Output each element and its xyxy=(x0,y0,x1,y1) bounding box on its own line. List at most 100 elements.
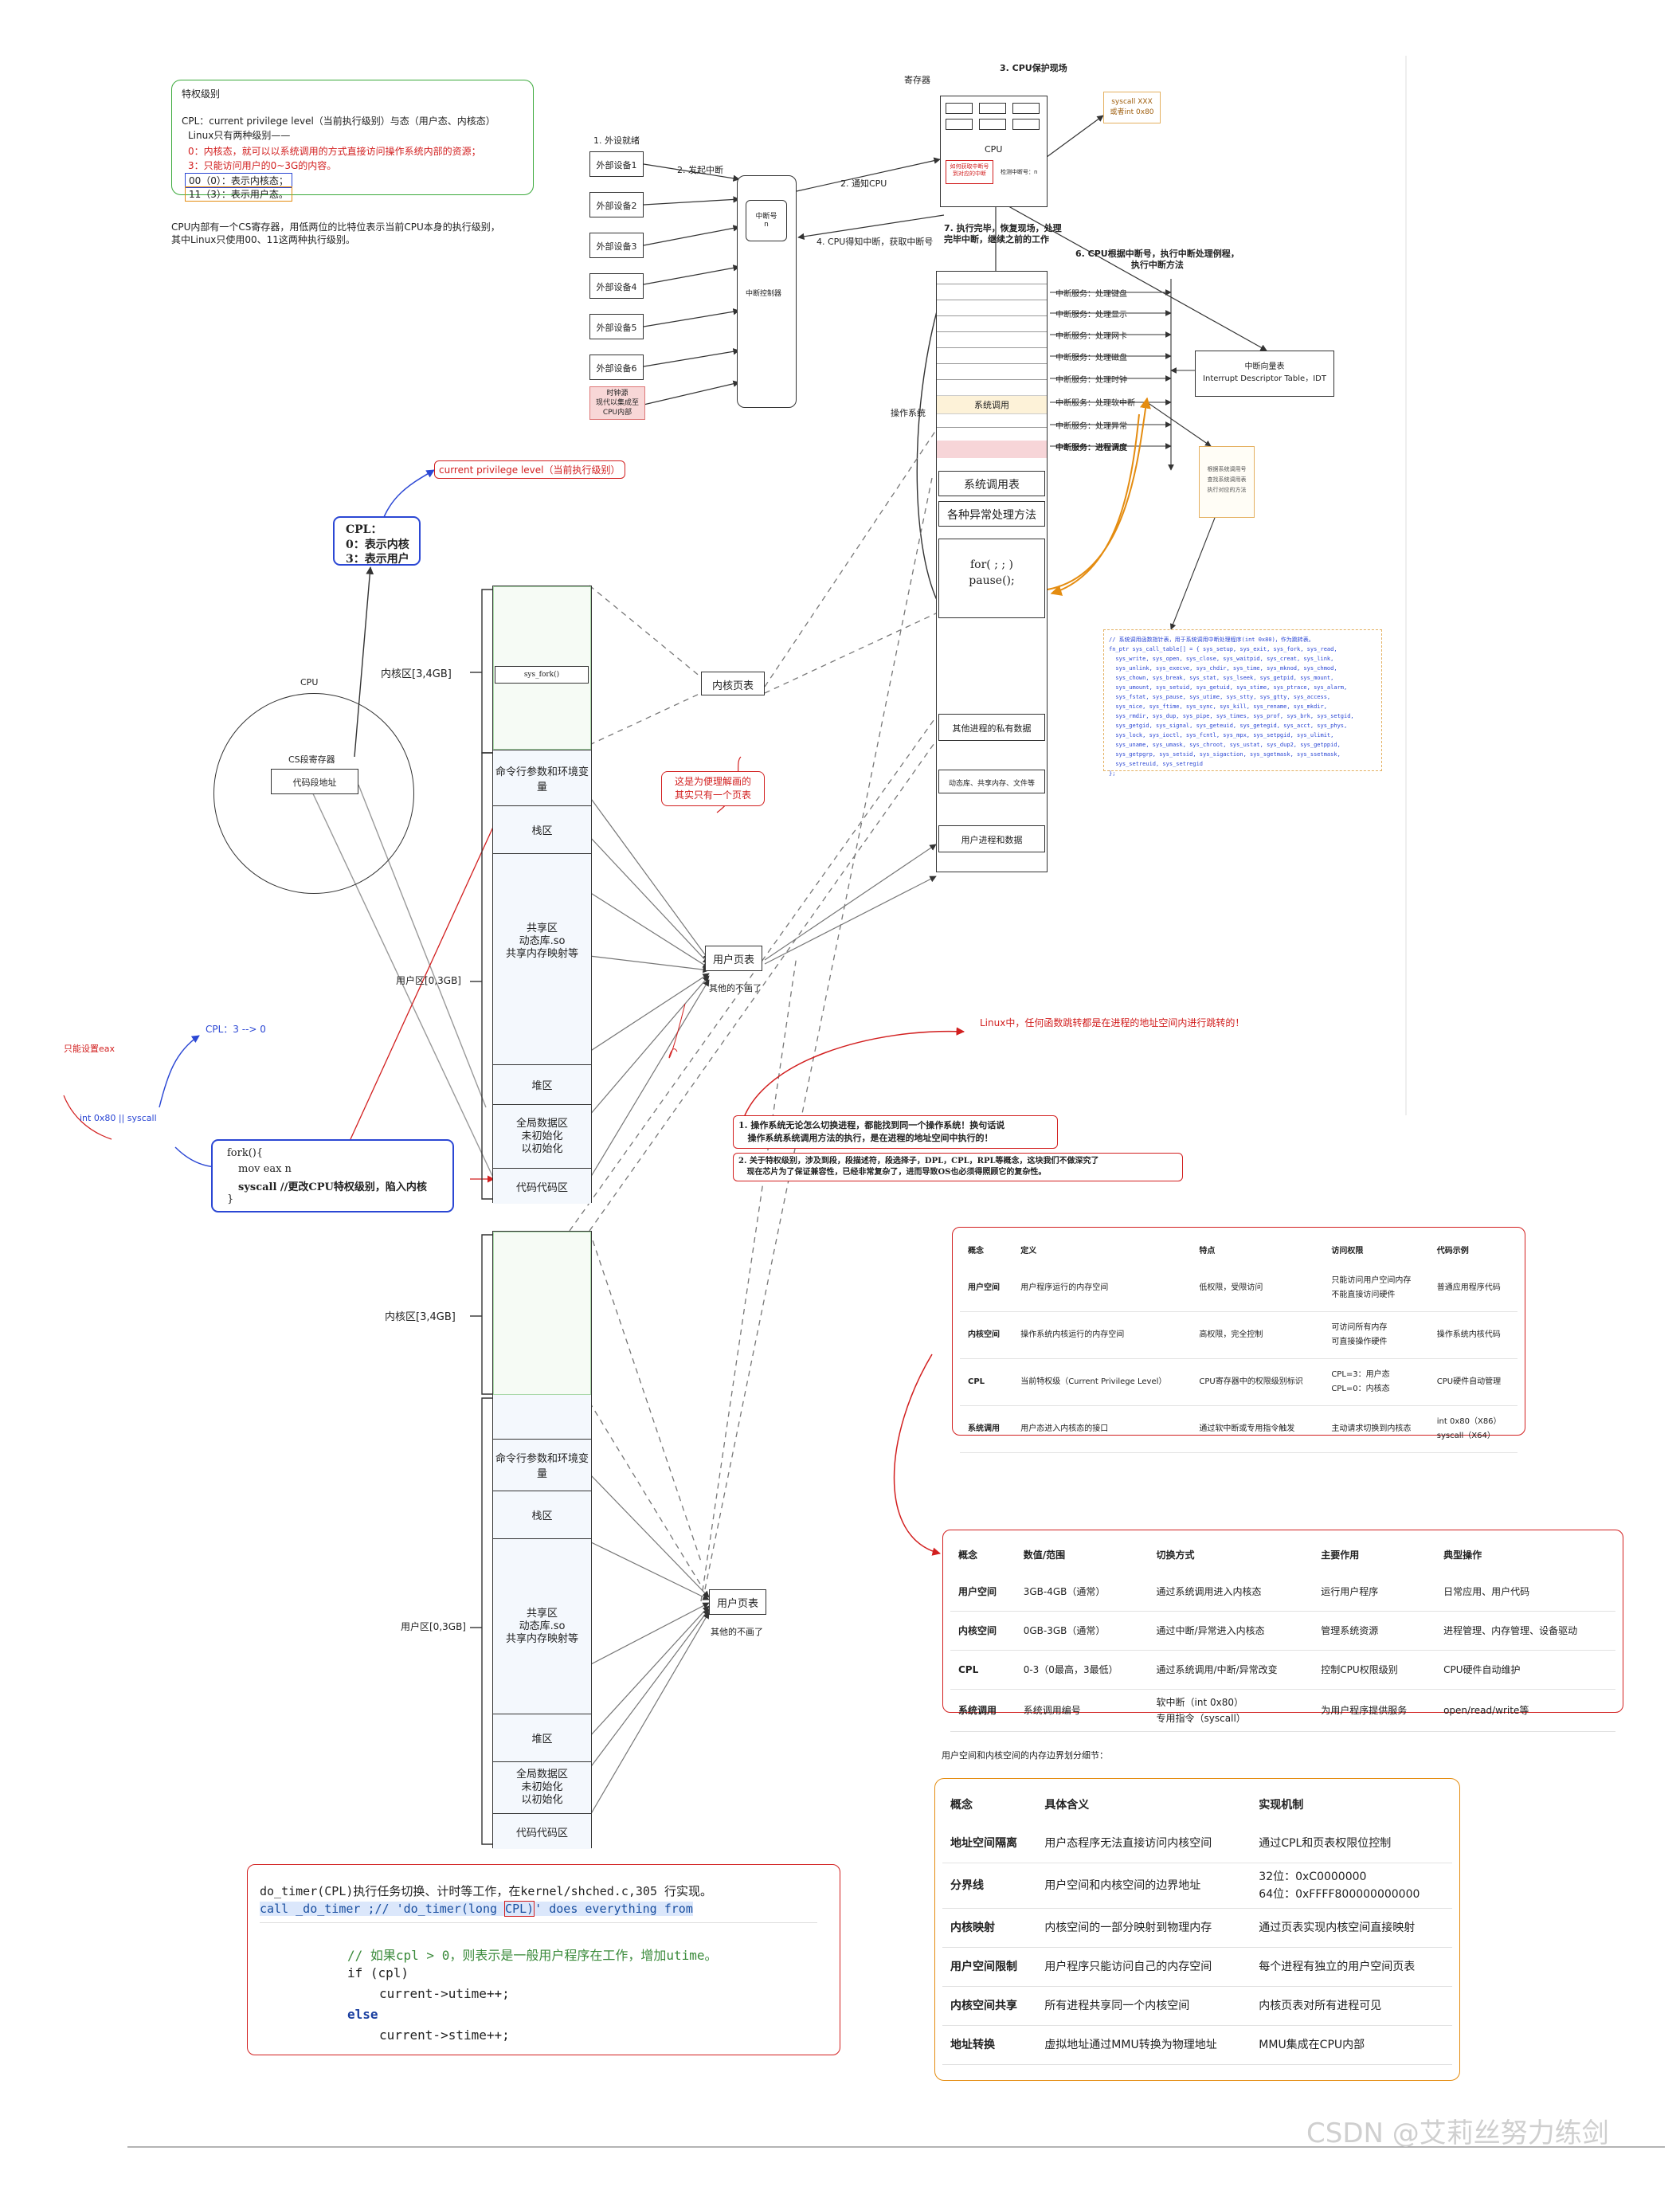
external-device: 外部设备6 xyxy=(589,355,644,380)
others-note-2: 其他的不画了 xyxy=(711,1627,763,1637)
idle-loop-box: for( ; ; ) pause(); xyxy=(938,539,1045,618)
mem2-user-region xyxy=(493,1395,591,1849)
others-note-1: 其他的不画了 xyxy=(709,983,762,993)
table-row: 地址空间隔离用户态程序无法直接访问内核空间通过CPL和页表权限位控制 xyxy=(942,1824,1452,1863)
step-3b-label: 3. CPU保护现场 xyxy=(1000,63,1067,73)
register-cell xyxy=(979,103,1006,114)
table-header-cell: 切换方式 xyxy=(1156,1549,1195,1561)
table-cell: 0GB-3GB（通常） xyxy=(1015,1611,1149,1651)
cpl-change-note: CPL：3 --> 0 xyxy=(206,1024,266,1035)
mem1-seg-shared: 共享区 动态库.so 共享内存映射等 xyxy=(493,853,591,1028)
table-cell: 管理系统资源 xyxy=(1313,1611,1436,1651)
table-cell: 内核空间共享 xyxy=(942,1986,1037,2026)
table-cell: 内核空间的一部分映射到物理内存 xyxy=(1036,1908,1251,1948)
table-header-cell: 访问权限 xyxy=(1331,1246,1364,1256)
table-cell: 用户态程序无法直接访问内核空间 xyxy=(1036,1824,1251,1863)
mem2-seg-code: 代码代码区 xyxy=(493,1813,591,1849)
table-cell: 通过系统调用进入内核态 xyxy=(1148,1573,1314,1612)
mem2-seg-heap: 堆区 xyxy=(493,1714,591,1761)
table-cell: 内核映射 xyxy=(942,1908,1037,1948)
step-6-label: 6. CPU根据中断号，执行中断处理例程， 执行中断方法 xyxy=(1075,249,1239,270)
stack-row-line xyxy=(937,347,1047,348)
privilege-line-1: CPL：current privilege level（当前执行级别）与态（用户… xyxy=(182,116,495,127)
table-cell: 用户空间和内核空间的边界地址 xyxy=(1036,1863,1251,1909)
table-header-cell: 主要作用 xyxy=(1321,1549,1360,1561)
table-cell: 低权限，受限访问 xyxy=(1191,1265,1324,1312)
table-header-cell: 特点 xyxy=(1199,1246,1216,1256)
single-page-table-note: 这是为便理解画的 其实只有一个页表 xyxy=(661,771,765,806)
table-cell: 用户空间限制 xyxy=(942,1947,1037,1987)
table-row: 内核映射内核空间的一部分映射到物理内存通过页表实现内核空间直接映射 xyxy=(942,1908,1452,1948)
timer-code-call: call _do_timer ;// 'do_timer(long xyxy=(260,1902,505,1916)
table-cell: CPL=3：用户态 CPL=0：内核态 xyxy=(1323,1358,1429,1406)
code-address-box: 代码段地址 xyxy=(271,769,358,794)
table-cell: 操作系统内核代码 xyxy=(1428,1311,1517,1359)
timer-code-line-5: current->utime++; xyxy=(379,1986,510,2001)
timer-code-box: do_timer(CPL)执行任务切换、计时等工作，在kernel/shched… xyxy=(247,1864,840,2055)
watermark: CSDN @艾莉丝努力练剑 xyxy=(1306,2117,1609,2149)
registers-label: 寄存器 xyxy=(904,75,930,85)
external-device: 外部设备2 xyxy=(589,192,644,217)
table-3-caption: 用户空间和内核空间的内存边界划分细节： xyxy=(942,1750,1108,1761)
table-cell: 分界线 xyxy=(942,1863,1037,1909)
table-row: 内核空间共享所有进程共享同一个内核空间内核页表对所有进程可见 xyxy=(942,1986,1452,2026)
mem1-seg-stack: 栈区 xyxy=(493,805,591,853)
fork-code-line-3: syscall //更改CPU特权级别，陷入内核 xyxy=(238,1181,427,1193)
table-header-cell: 定义 xyxy=(1020,1246,1037,1256)
timer-code-line-2: call _do_timer ;// 'do_timer(long CPL)' … xyxy=(260,1901,693,1917)
privilege-line-4: 3：只能访问用户的0~3G的内容。 xyxy=(188,160,337,171)
step-1-label: 1. 外设就绪 xyxy=(593,135,640,146)
stack-row-line xyxy=(937,379,1047,380)
table-cell: CPU硬件自动管理 xyxy=(1428,1358,1517,1406)
idt-box: 中断向量表 Interrupt Descriptor Table，IDT xyxy=(1195,351,1334,397)
dynlib-box: 动态库、共享内存、文件等 xyxy=(938,770,1045,793)
cs-note-line-1: CPU内部有一个CS寄存器，用低两位的比特位表示当前CPU本身的执行级别， xyxy=(171,221,500,233)
fork-code-line-1: fork(){ xyxy=(227,1147,264,1159)
register-cell xyxy=(946,103,973,114)
table-header-cell: 典型操作 xyxy=(1443,1549,1482,1561)
external-device: 外部设备3 xyxy=(589,233,644,258)
table-cell: 内核空间 xyxy=(950,1611,1016,1651)
table-cell: 进程管理、内存管理、设备驱动 xyxy=(1435,1611,1615,1651)
table-cell: 所有进程共享同一个内核空间 xyxy=(1036,1986,1251,2026)
code-divider xyxy=(260,1922,817,1923)
mem2-kernel-region xyxy=(493,1232,591,1395)
syscall-table-code: // 系统调用函数指针表，用于系统调用中断处理程序(int 0x80)，作为跳转… xyxy=(1103,629,1382,777)
table-cell: 0-3（0最高，3最低） xyxy=(1015,1650,1149,1690)
table-cell: 通过中断/异常进入内核态 xyxy=(1148,1611,1314,1651)
table-header-cell: 概念 xyxy=(950,1799,973,1812)
table-cell: 软中断（int 0x80） 专用指令（syscall） xyxy=(1148,1689,1314,1732)
table-header-cell: 代码示例 xyxy=(1436,1246,1469,1256)
stack-row-line xyxy=(937,427,1047,428)
table-1: 概念定义特点访问权限代码示例用户空间用户程序运行的内存空间低权限，受限访问只能访… xyxy=(960,1233,1517,1453)
interrupt-handler-label: 中断服务：进程调度 xyxy=(1055,444,1127,452)
table-header-cell: 数值/范围 xyxy=(1023,1549,1066,1561)
privilege-title: 特权级别 xyxy=(182,88,221,100)
int-note: int 0x80 || syscall xyxy=(80,1113,157,1123)
cpu-circle xyxy=(213,693,414,894)
stack-row-line xyxy=(937,363,1047,364)
privilege-box: 特权级别 CPL：current privilege level（当前执行级别）… xyxy=(171,80,534,202)
step-2-label: 2. 发起中断 xyxy=(677,165,723,175)
cpl-title: CPL： xyxy=(346,523,382,536)
cs-register-label: CS段寄存器 xyxy=(288,754,335,765)
irq-number-box: 中断号 n xyxy=(746,200,787,241)
timer-code-line-4: if (cpl) xyxy=(347,1965,409,1980)
privilege-line-2: Linux只有两种级别—— xyxy=(188,130,291,141)
interrupt-handler-label: 中断服务：处理异常 xyxy=(1055,422,1127,431)
user-process-box: 用户进程和数据 xyxy=(938,825,1045,852)
timer-code-line-1: do_timer(CPL)执行任务切换、计时等工作，在kernel/shched… xyxy=(260,1884,713,1898)
exception-box: 各种异常处理方法 xyxy=(938,501,1045,527)
table-cell: 高权限，完全控制 xyxy=(1191,1311,1324,1359)
point-1-box: 1. 操作系统无论怎么切换进程，都能找到同一个操作系统！换句话说 操作系统系统调… xyxy=(733,1115,1058,1149)
interrupt-controller: 中断号 n 中断控制器 xyxy=(737,175,797,408)
timer-code-line-6: else xyxy=(347,2007,378,2022)
table-cell: 每个进程有独立的用户空间页表 xyxy=(1251,1947,1452,1987)
table-header-cell: 概念 xyxy=(958,1549,978,1561)
table-cell: MMU集成在CPU内部 xyxy=(1251,2025,1452,2065)
interrupt-handler-label: 中断服务：处理磁盘 xyxy=(1055,354,1127,362)
